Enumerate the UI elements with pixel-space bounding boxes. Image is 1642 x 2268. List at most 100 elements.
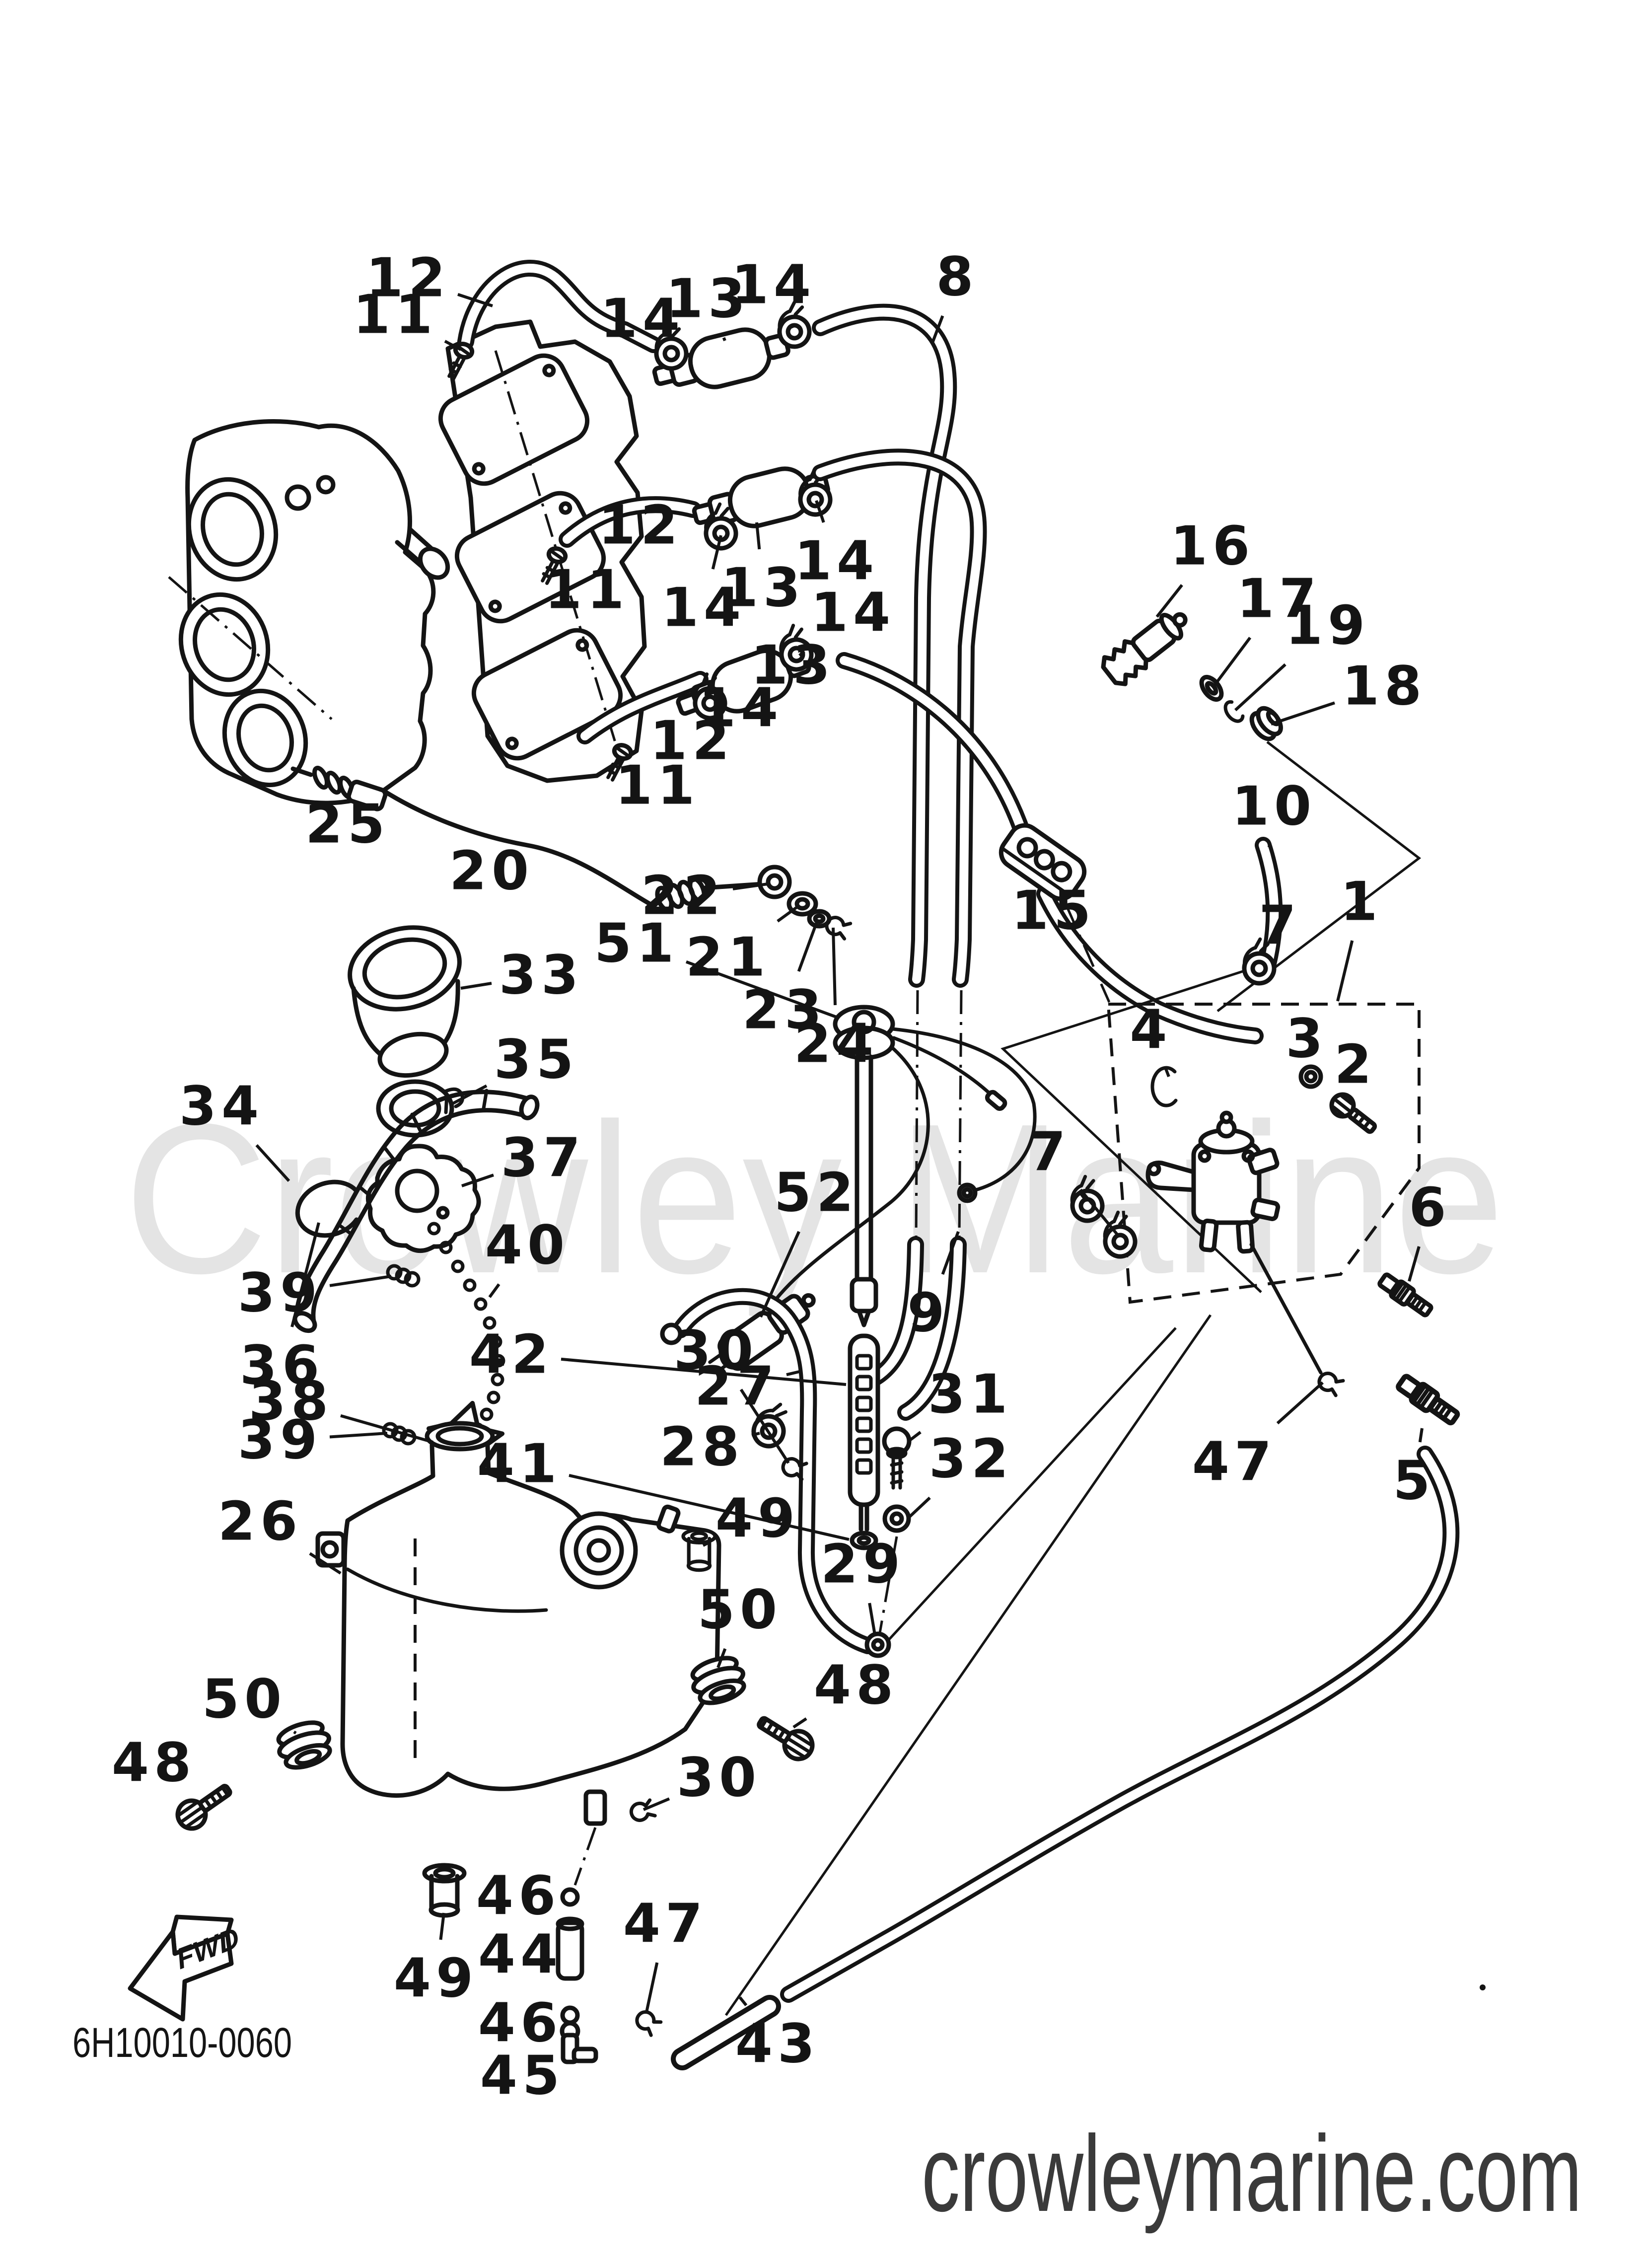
stray-dot [1480,1984,1486,1990]
leader-line-part-50 [716,1648,727,1669]
leader-line-part-52 [759,1231,800,1318]
clip-19 [1223,700,1245,723]
part-callout-20: 20 [449,840,534,902]
part-callout-49: 49 [394,1948,478,2010]
fwd-arrow: FWD [128,1914,243,2022]
part-callout-42: 42 [469,1324,554,1386]
part-callout-44: 44 [478,1924,563,1986]
tube-44 [556,1916,584,1981]
part-callout-25: 25 [305,794,390,856]
part-callout-38: 38 [249,1371,333,1433]
leader-line-part-35 [452,1084,488,1105]
part-callout-47: 47 [1192,1431,1277,1493]
pump-drive-gear-16 [1101,612,1188,686]
part-callout-11: 11 [353,284,437,346]
fitting-5 [1396,1373,1461,1427]
leader-line-part-42 [561,1357,847,1386]
leader-line-part-6 [1408,1246,1421,1282]
part-callout-4: 4 [1130,999,1172,1061]
washer-32 [882,1504,911,1533]
engine-block [168,419,450,805]
part-callout-12: 12 [366,247,450,309]
hose-27 [672,1288,876,1654]
part-callout-12: 12 [650,710,734,772]
projection-line-elbow [724,1314,1212,2016]
leader-line-part-8 [931,315,944,344]
leader-line-part-1 [1336,940,1354,1002]
filler-funnel-33 [348,925,462,1078]
part-callout-7: 7 [1259,895,1301,957]
main-oil-hose-9 [812,448,987,1421]
return-hose-bottom-right [780,1446,1460,2003]
leader-line-part-11 [444,340,462,351]
part-callout-14: 14 [699,677,783,739]
projection-line-pump [1000,964,1262,1293]
leader-line-part-30 [643,1797,670,1811]
leader-line-part-4 [1164,1068,1170,1078]
projection-line-gear [1216,741,1422,1012]
part-callout-30: 30 [677,1747,761,1809]
part-callout-46: 46 [476,1865,561,1927]
leader-line-part-12 [457,293,493,307]
oil-line-20 [381,788,765,912]
part-callout-13: 13 [751,635,835,697]
leader-line-part-10 [1268,845,1271,848]
part-callout-11: 11 [615,755,700,817]
leader-line-part-28 [751,1432,760,1437]
chain-end-39-upper [386,1264,421,1288]
part-callout-24: 24 [794,1013,878,1075]
oil-level-sensor-51 [833,1005,895,1327]
eyelet-29 [864,1631,891,1658]
drain-centerline [573,1827,597,1886]
part-callout-52: 52 [774,1162,858,1224]
part-callout-51: 51 [594,913,679,975]
leader-line-part-47 [645,1962,659,2013]
bolt-2 [1329,1092,1377,1134]
grommet-15 [999,823,1087,901]
leader-line-part-38 [340,1414,433,1444]
retainer-ring-36 [295,1179,359,1238]
part-callout-50: 50 [698,1579,782,1641]
seal-4 [1150,1066,1178,1107]
part-callout-14: 14 [811,582,895,644]
leader-line-part-43 [738,1996,748,2006]
part-callout-41: 41 [477,1433,562,1495]
leader-line-part-47 [1276,1381,1324,1425]
leader-line-part-23 [797,920,819,972]
part-callout-17: 17 [1237,568,1321,630]
part-callout-26: 26 [218,1491,302,1553]
leader-line-part-41 [569,1473,850,1541]
part-callout-2: 2 [1334,1034,1376,1096]
main-oil-hose-8 [812,303,957,1389]
grommet-18 [1249,706,1283,741]
part-callout-13: 13 [721,557,805,619]
part-callout-13: 13 [666,268,750,330]
part-callout-18: 18 [1342,656,1427,718]
bolt-31 [882,1426,912,1490]
bolt-48-right [753,1710,818,1764]
clip-47-lower [634,2008,661,2036]
part-callout-9: 9 [907,1282,949,1344]
part-callout-39: 39 [238,1409,322,1471]
part-callout-48: 48 [112,1732,196,1794]
leader-line-part-16 [1155,584,1183,618]
part-callout-43: 43 [735,2013,820,2075]
leader-line-part-34 [255,1144,290,1182]
leader-line-part-29 [868,1603,876,1635]
oil-hose-12-top [457,260,662,353]
part-callout-28: 28 [660,1416,744,1478]
leader-line-part-32 [907,1496,931,1519]
part-callout-5: 5 [1393,1450,1435,1512]
part-callout-40: 40 [485,1215,570,1277]
projection-line-eyelet [888,1327,1177,1641]
part-callout-39: 39 [238,1262,322,1324]
part-callout-16: 16 [1170,515,1255,578]
centerline-box [1065,905,1111,1003]
leader-line-part-19 [1234,663,1286,712]
sensor-filter-42 [848,1333,880,1532]
leader-line-part-17 [1213,637,1252,686]
oil-tank-26 [315,1421,721,1826]
leader-line-part-48 [792,1717,807,1729]
spring-valve-25 [290,765,388,811]
